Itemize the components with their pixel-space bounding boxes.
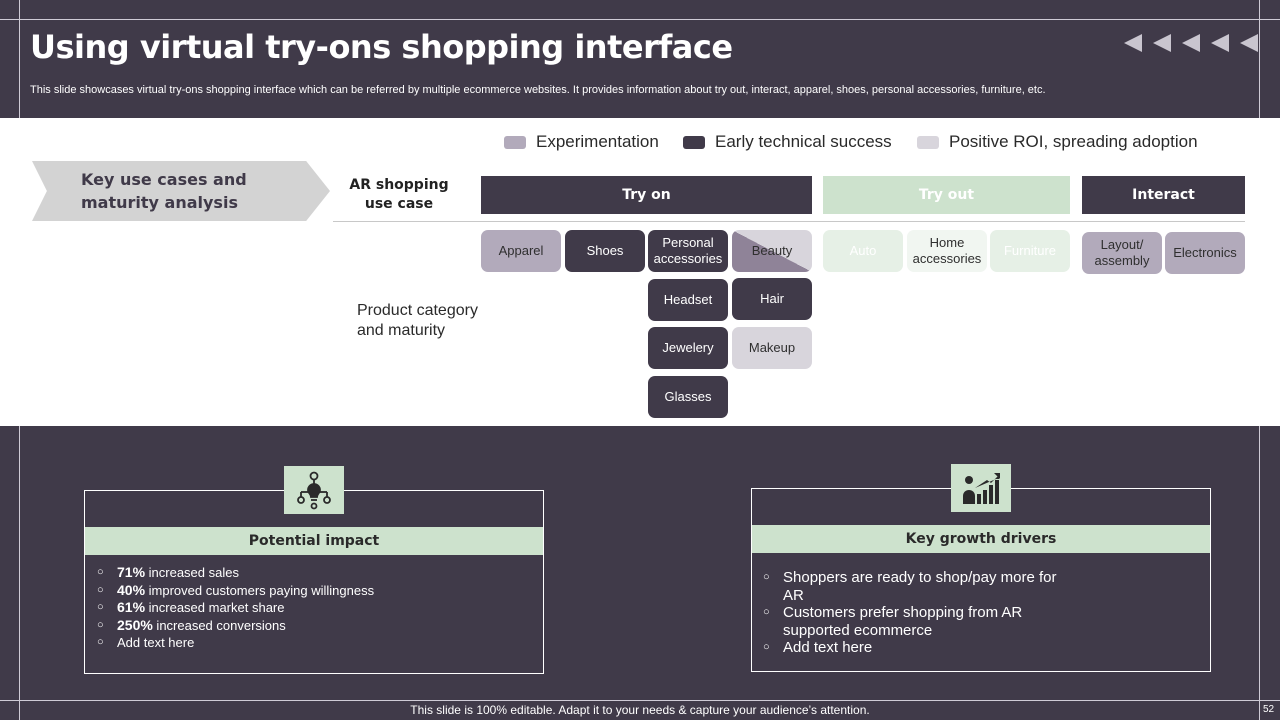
cell-glasses: Glasses bbox=[648, 376, 728, 418]
cell-furniture: Furniture bbox=[990, 230, 1070, 272]
cell-beauty: Beauty bbox=[732, 230, 812, 272]
frame-line-bottom bbox=[0, 700, 1280, 701]
cell-apparel: Apparel bbox=[481, 230, 561, 272]
section-chevron bbox=[32, 161, 330, 221]
list-item: ○71% increased sales bbox=[97, 564, 239, 580]
page-number: 52 bbox=[1263, 704, 1275, 715]
use-case-label: AR shopping use case bbox=[349, 177, 449, 212]
product-category-label: Product category and maturity bbox=[357, 302, 478, 339]
column-header-try-out: Try out bbox=[823, 176, 1070, 214]
legend-swatch bbox=[683, 135, 705, 149]
column-header-interact: Interact bbox=[1082, 176, 1245, 214]
list-item: ○Customers prefer shopping from AR suppo… bbox=[763, 604, 1023, 639]
cell-hair: Hair bbox=[732, 278, 812, 320]
cell-personal-accessories: Personal accessories bbox=[648, 230, 728, 272]
network-idea-icon bbox=[284, 466, 344, 514]
cell-electronics: Electronics bbox=[1165, 232, 1245, 274]
legend-item-positive-roi: Positive ROI, spreading adoption bbox=[917, 132, 1198, 152]
legend-item-experimentation: Experimentation bbox=[504, 132, 659, 152]
column-header-try-on: Try on bbox=[481, 176, 812, 214]
divider bbox=[333, 221, 1245, 222]
arrow-left-icon bbox=[1124, 34, 1142, 52]
footer-note: This slide is 100% editable. Adapt it to… bbox=[410, 703, 870, 717]
cell-auto: Auto bbox=[823, 230, 903, 272]
arrow-left-icon bbox=[1211, 34, 1229, 52]
list-item: ○Shoppers are ready to shop/pay more for… bbox=[763, 569, 1057, 604]
arrow-left-icon bbox=[1182, 34, 1200, 52]
list-item: ○40% improved customers paying willingne… bbox=[97, 581, 375, 598]
arrow-left-icon bbox=[1153, 34, 1171, 52]
cell-layout-assembly: Layout/ assembly bbox=[1082, 232, 1162, 274]
potential-impact-list: ○71% increased sales ○40% improved custo… bbox=[97, 564, 527, 652]
legend-item-early-success: Early technical success bbox=[683, 132, 892, 152]
cell-home-accessories: Home accessories bbox=[907, 230, 987, 272]
cell-makeup: Makeup bbox=[732, 327, 812, 369]
legend-label: Positive ROI, spreading adoption bbox=[949, 132, 1198, 151]
frame-line-top bbox=[0, 19, 1280, 20]
arrow-left-icon bbox=[1240, 34, 1258, 52]
potential-impact-title: Potential impact bbox=[85, 527, 543, 555]
growth-drivers-list: ○Shoppers are ready to shop/pay more for… bbox=[763, 569, 1063, 657]
growth-drivers-title: Key growth drivers bbox=[752, 525, 1210, 553]
cell-headset: Headset bbox=[648, 279, 728, 321]
list-item: ○250% increased conversions bbox=[97, 616, 286, 633]
back-arrows-icon[interactable] bbox=[1124, 34, 1258, 52]
page-title: Using virtual try-ons shopping interface bbox=[30, 28, 733, 66]
list-item: ○Add text here bbox=[763, 639, 873, 656]
legend-swatch bbox=[917, 135, 939, 149]
growth-chart-icon bbox=[951, 464, 1011, 512]
page-subtitle: This slide showcases virtual try-ons sho… bbox=[30, 84, 1046, 96]
legend-label: Early technical success bbox=[715, 132, 892, 151]
list-item: ○61% increased market share bbox=[97, 599, 285, 615]
legend-label: Experimentation bbox=[536, 132, 659, 151]
cell-shoes: Shoes bbox=[565, 230, 645, 272]
legend-swatch bbox=[504, 135, 526, 149]
cell-jewelery: Jewelery bbox=[648, 327, 728, 369]
section-chevron-label: Key use cases and maturity analysis bbox=[81, 170, 247, 212]
list-item: ○Add text here bbox=[97, 635, 195, 650]
